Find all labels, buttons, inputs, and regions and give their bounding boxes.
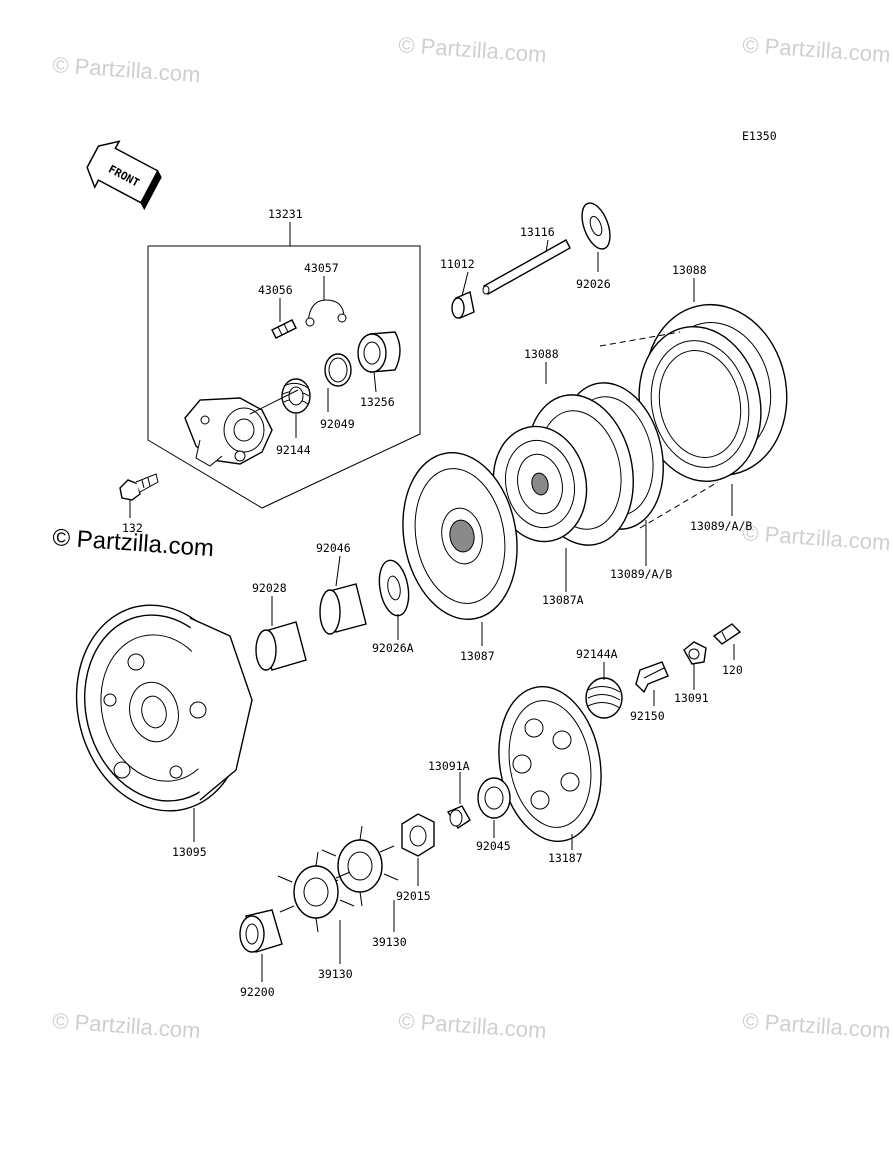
clip-43057 bbox=[305, 299, 347, 327]
watermark: © Partzilla.com bbox=[398, 1008, 548, 1043]
watermark: © Partzilla.com bbox=[52, 52, 202, 87]
part-label-13088: 13088 bbox=[672, 263, 707, 277]
washer-92026 bbox=[581, 202, 611, 250]
collar-13091 bbox=[683, 641, 707, 665]
bush-92028 bbox=[255, 621, 307, 671]
bolt-92150 bbox=[635, 661, 669, 694]
bleed-screw-43056 bbox=[271, 319, 297, 339]
clutch-hub-13087A bbox=[492, 425, 588, 543]
front-arrow-icon: FRONT bbox=[86, 140, 162, 211]
part-label-92026: 92026 bbox=[576, 277, 611, 291]
nut-92015 bbox=[401, 813, 435, 857]
part-label-39130: 39130 bbox=[318, 967, 353, 981]
watermark: © Partzilla.com bbox=[52, 1008, 202, 1043]
bolt-120 bbox=[712, 623, 742, 645]
sleeve-92046 bbox=[319, 583, 367, 635]
part-labels: 13231 43057 43056 11012 13116 92026 1308… bbox=[122, 207, 752, 999]
clutch-housing-13095 bbox=[75, 604, 253, 812]
part-label-13095: 13095 bbox=[172, 845, 207, 859]
part-label-13116: 13116 bbox=[520, 225, 555, 239]
bearing-13256 bbox=[357, 331, 401, 373]
release-mechanism bbox=[184, 397, 273, 467]
alignment-line bbox=[599, 331, 681, 347]
part-label-39130: 39130 bbox=[372, 935, 407, 949]
part-label-92150: 92150 bbox=[630, 709, 665, 723]
cap-13091A bbox=[446, 805, 471, 829]
watermark: © Partzilla.com bbox=[398, 32, 548, 67]
part-label-13187: 13187 bbox=[548, 851, 583, 865]
watermark: © Partzilla.com bbox=[742, 520, 892, 555]
leader-lines bbox=[129, 239, 735, 982]
lock-washer-39130-rear bbox=[277, 851, 355, 933]
part-label-13087A: 13087A bbox=[542, 593, 584, 607]
part-label-92200: 92200 bbox=[240, 985, 275, 999]
part-label-13087: 13087 bbox=[460, 649, 495, 663]
part-label-92049: 92049 bbox=[320, 417, 355, 431]
part-label-43056: 43056 bbox=[258, 283, 293, 297]
assembly-bracket bbox=[147, 222, 421, 509]
part-label-92144: 92144 bbox=[276, 443, 311, 457]
part-label-13091: 13091 bbox=[674, 691, 709, 705]
part-label-13089-a-b: 13089/A/B bbox=[690, 519, 752, 533]
part-label-120: 120 bbox=[722, 663, 743, 677]
clutch-plate-13087 bbox=[402, 452, 518, 620]
bearing-92045 bbox=[477, 777, 511, 819]
part-label-92144A: 92144A bbox=[576, 647, 618, 661]
part-label-43057: 43057 bbox=[304, 261, 339, 275]
bush-11012 bbox=[451, 291, 475, 319]
needle-bearing-92200 bbox=[239, 909, 283, 953]
ring-92049 bbox=[324, 353, 352, 387]
part-label-11012: 11012 bbox=[440, 257, 475, 271]
bolt-132 bbox=[119, 473, 159, 501]
part-label-13256: 13256 bbox=[360, 395, 395, 409]
lock-washer-39130-front bbox=[321, 825, 399, 907]
part-label-13091A: 13091A bbox=[428, 759, 470, 773]
washer-92026A bbox=[378, 559, 410, 617]
part-label-92028: 92028 bbox=[252, 581, 287, 595]
steel-plate-13089-rear bbox=[638, 325, 762, 483]
diagram-code: E1350 bbox=[742, 129, 777, 143]
spring-92144A bbox=[585, 677, 623, 719]
spring-92144 bbox=[281, 378, 311, 414]
push-rod-13116 bbox=[482, 239, 571, 295]
part-label-13231: 13231 bbox=[268, 207, 303, 221]
part-label-92026A: 92026A bbox=[372, 641, 414, 655]
alignment-line bbox=[639, 481, 719, 529]
watermark: © Partzilla.com bbox=[742, 32, 892, 67]
part-label-92045: 92045 bbox=[476, 839, 511, 853]
pressure-plate-13187 bbox=[498, 685, 602, 843]
part-label-92015: 92015 bbox=[396, 889, 431, 903]
part-label-13088: 13088 bbox=[524, 347, 559, 361]
part-label-92046: 92046 bbox=[316, 541, 351, 555]
part-label-132: 132 bbox=[122, 521, 143, 535]
part-label-13089-a-b: 13089/A/B bbox=[610, 567, 672, 581]
watermark: © Partzilla.com bbox=[742, 1008, 892, 1043]
